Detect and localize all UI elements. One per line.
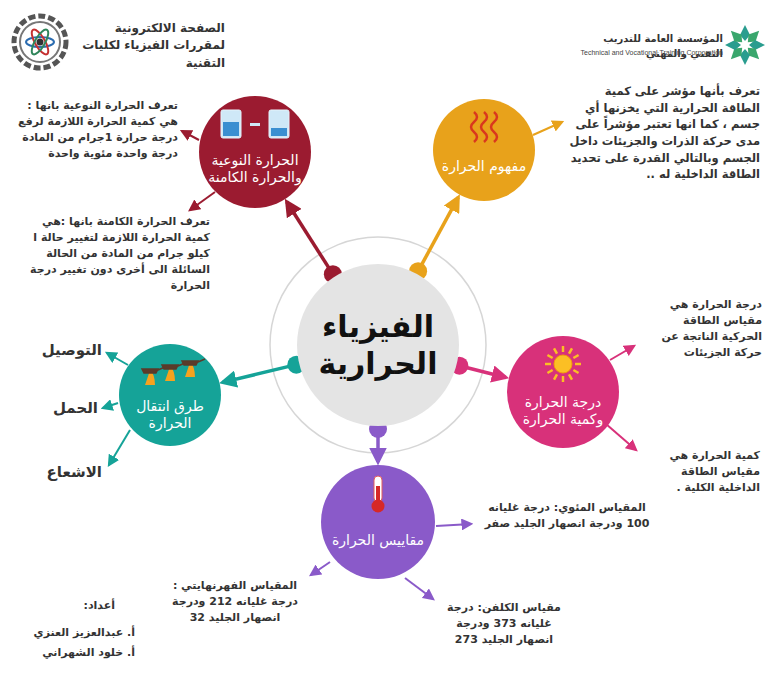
- author-name: أ. خلود الشهراني: [15, 645, 135, 661]
- definition-text: كمية الحرارة هي مقياس الطاقة الداخلية ال…: [642, 448, 760, 496]
- scale-text: المقياس المئوي: درجة غليانه 100 ودرجة ان…: [478, 500, 656, 532]
- leader-line: [405, 578, 433, 599]
- liquid: [271, 128, 287, 136]
- branch-arrow: [418, 197, 458, 271]
- scale-text: المقياس الفهرنهايتي : درجة غليانه 212 ود…: [165, 578, 305, 626]
- sun-ray: [569, 374, 572, 379]
- tvtc-logo: [725, 25, 765, 65]
- topic-title: مقاييس الحرارة: [328, 532, 428, 550]
- thermometer-bulb: [372, 500, 385, 513]
- circle-shape: [320, 464, 436, 580]
- circle-fill: [199, 96, 311, 208]
- sun-ray: [562, 346, 565, 352]
- heat-wave: [481, 112, 487, 142]
- leader-line: [190, 192, 215, 210]
- circle-fill: [433, 99, 535, 201]
- circle-fill: [119, 344, 221, 446]
- beaker: [221, 110, 241, 138]
- sun-ray: [573, 370, 578, 373]
- sun-ray: [545, 363, 551, 366]
- site-header: الصفحة الالكترونية لمقررات الفيزياء لكلي…: [70, 20, 225, 72]
- leader-line: [182, 131, 199, 140]
- topic-title: الحرارة النوعية والحرارة الكامنة: [205, 152, 305, 187]
- sun-ray: [547, 370, 552, 373]
- definition-text: تعرف بأنها مؤشر على كمية الطاقة الحرارية…: [568, 83, 760, 183]
- credits-heading: أعداد:: [55, 598, 115, 614]
- minus-sign: [250, 123, 260, 126]
- topic-title: درجة الحرارة وكمية الحرارة: [513, 394, 613, 429]
- topic-circle: مقاييس الحرارة: [320, 464, 436, 580]
- topic-title: مفهوم الحرارة: [440, 158, 528, 176]
- leader-line: [436, 524, 471, 526]
- branch-arrow: [223, 365, 297, 383]
- center-ring: [270, 237, 486, 453]
- pan: [162, 363, 185, 369]
- circle-shape: [296, 263, 460, 427]
- circle-fill: [297, 264, 459, 426]
- circle-shape: [118, 343, 222, 447]
- leader-line: [610, 346, 634, 360]
- circle-fill: [507, 336, 619, 448]
- leader-line: [109, 430, 130, 465]
- definition-text: تعرف الحرارة النوعية بانها : هي كمية الح…: [6, 98, 178, 162]
- central-topic: الفيزياء الحرارية: [296, 263, 460, 427]
- sun-ray: [554, 374, 557, 379]
- org-name: المؤسسة العامة للتدريب التقني والمهني: [575, 32, 723, 61]
- sun-ray: [554, 348, 557, 353]
- heat-wave: [471, 112, 477, 142]
- definition-text: تعرف الحرارة الكامنة بانها :هي كمية الحر…: [25, 214, 210, 294]
- beaker: [269, 110, 289, 138]
- scale-text: مقياس الكلفن: درجة غليانه 373 ودرجة انصه…: [440, 600, 568, 648]
- org-name-en: Technical and Vocational Training Corpor…: [575, 48, 723, 58]
- sun-ray: [573, 355, 578, 358]
- topic-title: طرق انتقال الحرارة: [125, 398, 215, 433]
- definition-text: درجة الحرارة هي مقياس الطاقة الحركية الن…: [640, 297, 762, 361]
- topic-circle: مفهوم الحرارة: [432, 98, 536, 202]
- method-label: الحمل: [24, 398, 98, 420]
- pan: [182, 359, 205, 365]
- sun-ray: [547, 355, 552, 358]
- leader-line: [311, 562, 330, 575]
- topic-circle: درجة الحرارة وكمية الحرارة: [506, 335, 620, 449]
- leader-line: [107, 353, 128, 365]
- sun-ray: [569, 348, 572, 353]
- heat-wave: [491, 112, 497, 142]
- circle-shape: [506, 335, 620, 449]
- liquid: [223, 122, 239, 136]
- leader-line: [103, 403, 118, 408]
- pan: [142, 367, 165, 373]
- method-label: الاشعاع: [28, 462, 102, 484]
- author-name: أ. عبدالعزيز العنزي: [15, 625, 135, 641]
- sun-ray: [562, 376, 565, 382]
- branch-arrow: [287, 202, 333, 274]
- physics-logo: [14, 16, 66, 68]
- sun-ray: [575, 363, 581, 366]
- circle-shape: [432, 98, 536, 202]
- leader-line: [533, 122, 562, 135]
- topic-circle: طرق انتقال الحرارة: [118, 343, 222, 447]
- method-label: التوصيل: [28, 340, 102, 362]
- circle-fill: [321, 465, 435, 579]
- sun: [554, 355, 572, 373]
- leader-line: [606, 424, 636, 450]
- topic-circle: الحرارة النوعية والحرارة الكامنة: [198, 95, 312, 209]
- central-title: الفيزياء الحرارية: [308, 308, 448, 383]
